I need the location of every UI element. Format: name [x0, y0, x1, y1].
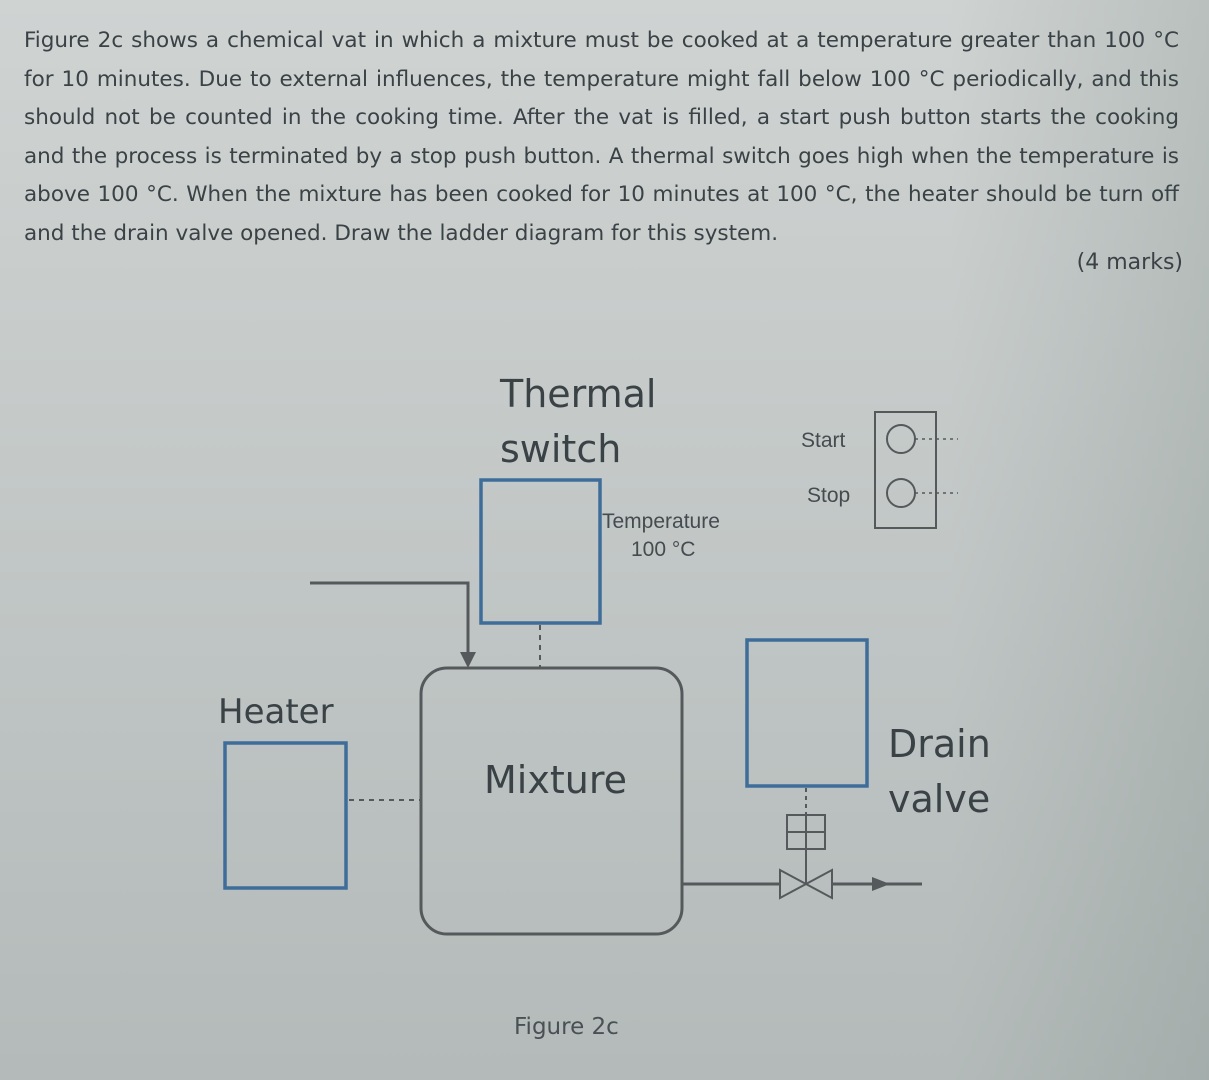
temperature-value: 100 °C [631, 538, 695, 561]
pushbutton-panel [874, 411, 937, 529]
heater-label: Heater [218, 692, 334, 732]
figure-caption: Figure 2c [514, 1014, 619, 1040]
heater-box [223, 741, 348, 890]
start-label: Start [801, 429, 846, 452]
drain-valve-box [745, 638, 869, 788]
question-text: Figure 2c shows a chemical vat in which … [24, 22, 1179, 253]
inlet-arrow-icon [460, 652, 476, 668]
drain-valve-label-line1: Drain [888, 722, 991, 766]
thermal-switch-label-line1: Thermal [499, 372, 657, 416]
marks-label: (4 marks) [1076, 250, 1183, 275]
mixture-label: Mixture [484, 758, 627, 802]
question-paragraph: Figure 2c shows a chemical vat in which … [24, 28, 1179, 246]
valve-actuator-icon [786, 814, 826, 884]
stop-label: Stop [807, 484, 850, 507]
mixture-vat [419, 666, 684, 936]
thermal-switch-box [479, 478, 602, 625]
outlet-arrow-icon [872, 877, 890, 891]
stop-button-icon [886, 478, 916, 508]
temperature-label: Temperature [602, 510, 720, 533]
thermal-switch-label-line2: switch [500, 427, 621, 471]
inlet-pipe [310, 581, 470, 655]
drain-valve-label-line2: valve [888, 777, 990, 821]
start-button-icon [886, 424, 916, 454]
